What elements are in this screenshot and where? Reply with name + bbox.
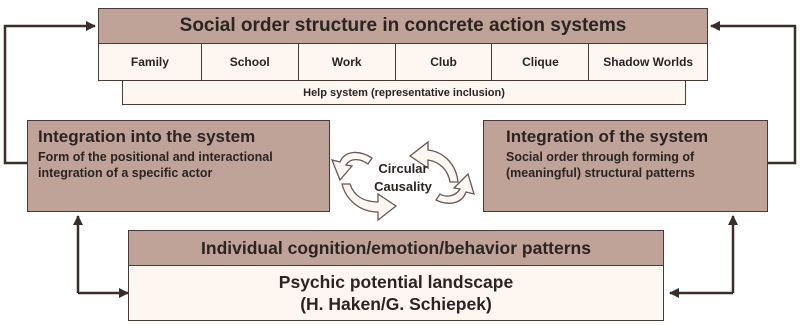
help-system-label: Help system (representative inclusion) — [303, 86, 505, 99]
integration-into-system-title: Integration into the system — [38, 127, 256, 146]
arrow-right-to-top — [710, 21, 797, 165]
integration-of-system-title: Integration of the system — [506, 127, 709, 146]
psychic-landscape-box: Psychic potential landscape (H. Haken/G.… — [128, 265, 664, 321]
system-cell-school: School — [200, 43, 298, 81]
circular-causality-label: Circular Causality — [374, 161, 432, 194]
integration-into-system-desc: Form of the positional and interactional… — [38, 150, 273, 180]
help-system-box: Help system (representative inclusion) — [122, 80, 686, 105]
integration-of-system-desc: Social order through forming of (meaning… — [506, 150, 695, 180]
system-cell-clique: Clique — [491, 43, 589, 81]
integration-of-system-box: Integration of the system Social order t… — [483, 120, 768, 212]
system-cell-work: Work — [297, 43, 395, 81]
circular-arrow-right — [435, 172, 475, 204]
individual-patterns-title-box: Individual cognition/emotion/behavior pa… — [128, 230, 664, 266]
system-cell-shadow-worlds: Shadow Worlds — [588, 43, 709, 81]
arrow-left-to-top — [3, 21, 96, 165]
integration-into-system-box: Integration into the system Form of the … — [27, 120, 330, 212]
circular-arrow-top — [408, 140, 459, 183]
system-cell-family: Family — [98, 43, 201, 81]
social-order-title: Social order structure in concrete actio… — [179, 15, 627, 36]
circular-arrow-left — [330, 151, 373, 182]
circular-arrow-bottom — [341, 183, 398, 222]
action-systems-row: Family School Work Club Clique Shadow Wo… — [98, 43, 709, 81]
individual-patterns-title: Individual cognition/emotion/behavior pa… — [201, 237, 591, 258]
psychic-landscape-line1: Psychic potential landscape — [278, 272, 514, 292]
psychic-landscape-line2: (H. Haken/G. Schiepek) — [300, 294, 492, 314]
